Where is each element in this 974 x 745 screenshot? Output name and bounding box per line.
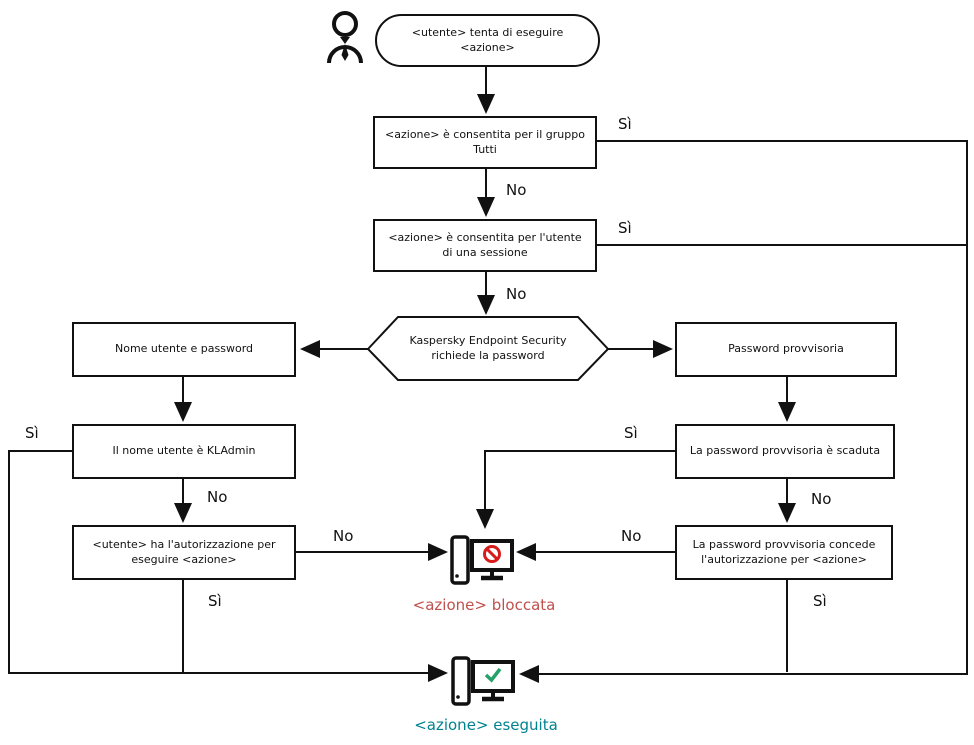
edge-label-group-yes: Sì [618, 115, 632, 133]
node-temp-grants: La password provvisoria concede l'autori… [675, 525, 893, 580]
executed-computer-icon [451, 656, 515, 706]
edges [8, 66, 968, 683]
edge-label-auth-no: No [333, 527, 354, 545]
edge-label-auth-yes: Sì [208, 592, 222, 610]
checkmark-icon [484, 667, 502, 683]
edge-label-grants-yes: Sì [813, 592, 827, 610]
node-start: <utente> tenta di eseguire <azione> [375, 14, 600, 67]
node-user-authorized: <utente> ha l'autorizzazione per eseguir… [72, 525, 296, 580]
node-kes-prompt: Kaspersky Endpoint Security richiede la … [409, 334, 567, 362]
edge-label-group-no: No [506, 181, 527, 199]
node-session-allowed: <azione> è consentita per l'utente di un… [373, 219, 597, 272]
executed-caption: <azione> eseguita [414, 716, 558, 734]
blocked-caption: <azione> bloccata [412, 596, 556, 614]
node-temp-expired: La password provvisoria è scaduta [675, 424, 895, 479]
blocked-computer-icon [450, 535, 514, 585]
edge-label-kladmin-yes: Sì [25, 424, 39, 442]
edge-label-expired-no: No [811, 490, 832, 508]
edge-label-kladmin-no: No [207, 488, 228, 506]
node-username-password: Nome utente e password [72, 322, 296, 377]
prohibition-icon [483, 545, 501, 563]
edge-label-session-yes: Sì [618, 219, 632, 237]
edge-label-expired-yes: Sì [624, 424, 638, 442]
hexagon-shape [366, 316, 610, 381]
node-temporary-password: Password provvisoria [675, 322, 897, 377]
edge-label-session-no: No [506, 285, 527, 303]
person-icon [327, 11, 363, 64]
node-group-allowed: <azione> è consentita per il gruppo Tutt… [373, 116, 597, 169]
edge-label-grants-no: No [621, 527, 642, 545]
node-is-kladmin: Il nome utente è KLAdmin [72, 424, 296, 479]
